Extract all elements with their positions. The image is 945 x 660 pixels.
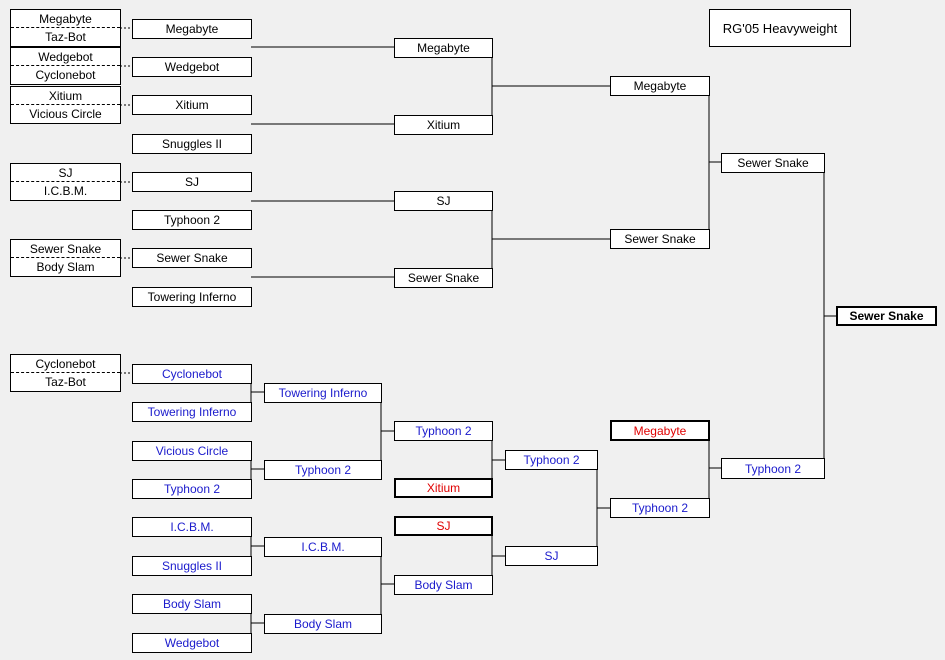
prelim-entrant: Cyclonebot — [11, 355, 120, 373]
prelim-match: Cyclonebot Taz-Bot — [10, 354, 121, 392]
losers-r1-slot: Snuggles II — [132, 556, 252, 576]
winners-r1-slot: SJ — [132, 172, 252, 192]
winners-r1-slot: Snuggles II — [132, 134, 252, 154]
winners-r2-slot: Megabyte — [394, 38, 493, 58]
losers-r1-slot: Wedgebot — [132, 633, 252, 653]
losers-r1-slot: Vicious Circle — [132, 441, 252, 461]
losers-r2-slot: I.C.B.M. — [264, 537, 382, 557]
prelim-match: Megabyte Taz-Bot — [10, 9, 121, 47]
losers-r5-slot: Typhoon 2 — [610, 498, 710, 518]
winners-r2-slot: SJ — [394, 191, 493, 211]
losers-r2-slot: Body Slam — [264, 614, 382, 634]
winners-semifinal-slot: Sewer Snake — [610, 229, 710, 249]
prelim-match: Xitium Vicious Circle — [10, 86, 121, 124]
winners-r1-slot: Sewer Snake — [132, 248, 252, 268]
prelim-entrant: Megabyte — [11, 10, 120, 28]
losers-r1-slot: Towering Inferno — [132, 402, 252, 422]
losers-r1-slot: Typhoon 2 — [132, 479, 252, 499]
losers-r5-dropin-slot: Megabyte — [610, 420, 710, 441]
prelim-match: Sewer Snake Body Slam — [10, 239, 121, 277]
losers-r1-slot: Body Slam — [132, 594, 252, 614]
bracket-title: RG'05 Heavyweight — [709, 9, 851, 47]
prelim-entrant: Taz-Bot — [45, 375, 86, 389]
winners-r2-slot: Sewer Snake — [394, 268, 493, 288]
winners-semifinal-slot: Megabyte — [610, 76, 710, 96]
losers-r3-dropin-slot: SJ — [394, 516, 493, 536]
losers-r2-slot: Towering Inferno — [264, 383, 382, 403]
prelim-entrant: Sewer Snake — [11, 240, 120, 258]
losers-r1-slot: Cyclonebot — [132, 364, 252, 384]
losers-final-slot: Typhoon 2 — [721, 458, 825, 479]
grand-final-winner: Sewer Snake — [836, 306, 937, 326]
losers-r2-slot: Typhoon 2 — [264, 460, 382, 480]
losers-r4-slot: SJ — [505, 546, 598, 566]
prelim-entrant: Xitium — [11, 87, 120, 105]
losers-r3-slot: Typhoon 2 — [394, 421, 493, 441]
winners-final-slot: Sewer Snake — [721, 153, 825, 173]
prelim-entrant: Taz-Bot — [45, 30, 86, 44]
winners-r1-slot: Towering Inferno — [132, 287, 252, 307]
losers-r1-slot: I.C.B.M. — [132, 517, 252, 537]
prelim-match: SJ I.C.B.M. — [10, 163, 121, 201]
prelim-match: Wedgebot Cyclonebot — [10, 47, 121, 85]
winners-r1-slot: Typhoon 2 — [132, 210, 252, 230]
prelim-entrant: I.C.B.M. — [43, 184, 88, 198]
losers-r3-dropin-slot: Xitium — [394, 478, 493, 498]
winners-r1-slot: Wedgebot — [132, 57, 252, 77]
prelim-entrant: Vicious Circle — [29, 107, 102, 121]
prelim-entrant: Body Slam — [36, 260, 95, 274]
winners-r2-slot: Xitium — [394, 115, 493, 135]
winners-r1-slot: Xitium — [132, 95, 252, 115]
prelim-entrant: SJ — [11, 164, 120, 182]
losers-r3-slot: Body Slam — [394, 575, 493, 595]
prelim-entrant: Cyclonebot — [35, 68, 96, 82]
losers-r4-slot: Typhoon 2 — [505, 450, 598, 470]
winners-r1-slot: Megabyte — [132, 19, 252, 39]
prelim-entrant: Wedgebot — [11, 48, 120, 66]
